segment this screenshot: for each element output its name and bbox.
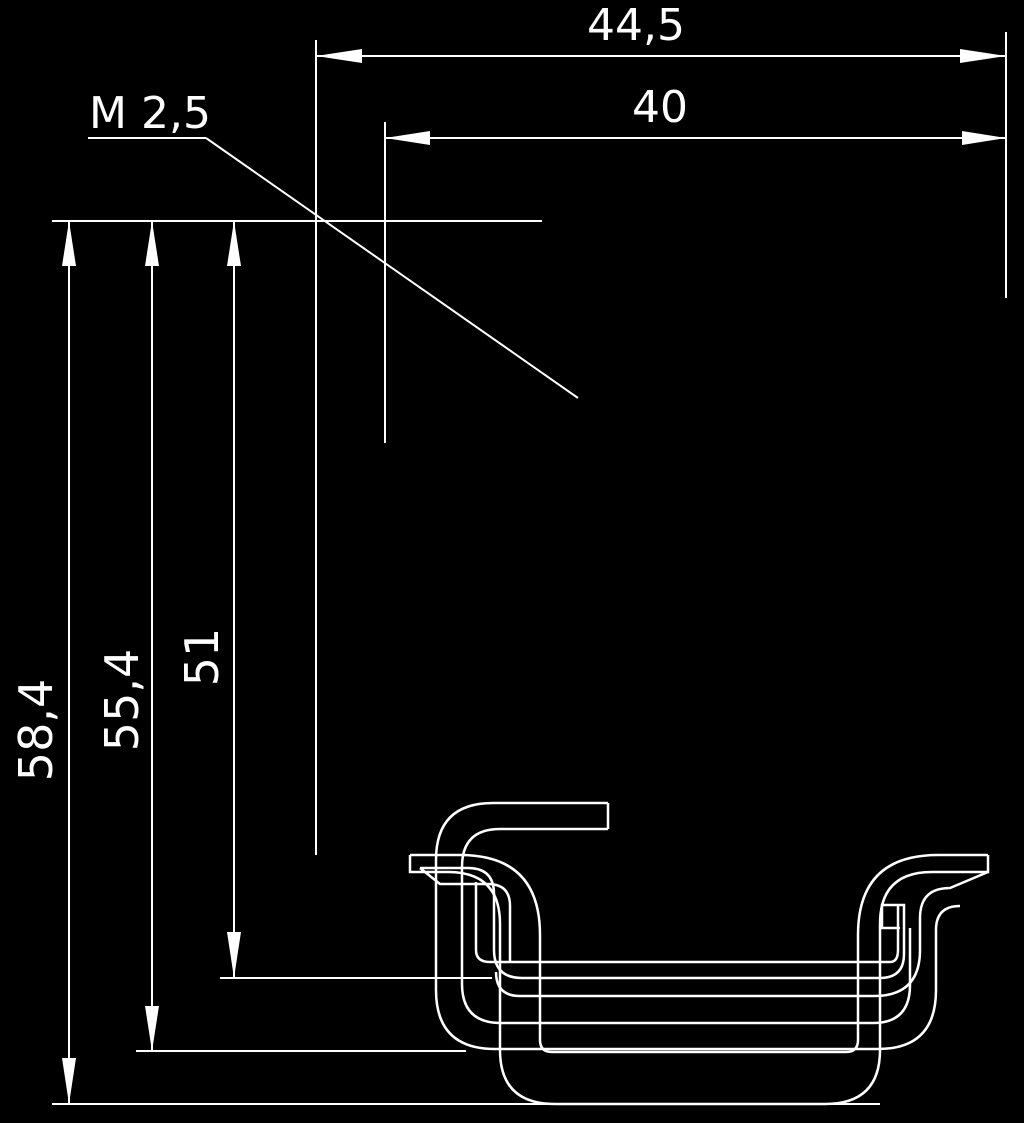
arrow-head-top bbox=[62, 221, 76, 266]
rail-profile-outer-inner-edge bbox=[460, 827, 912, 1025]
arrow-head-bottom bbox=[145, 1006, 159, 1051]
arrow-head-left bbox=[385, 131, 430, 145]
arrow-head-right bbox=[962, 131, 1006, 145]
arrow-head-bottom bbox=[227, 932, 241, 978]
thread-label: M 2,5 bbox=[89, 88, 211, 139]
arrow-head-right bbox=[960, 49, 1006, 63]
dimension-height-middle: 55,4 bbox=[95, 221, 466, 1052]
rail-profile-inner-inner-edge bbox=[474, 882, 900, 964]
dimension-height-outer: 58,4 bbox=[9, 221, 880, 1105]
dimension-height-inner: 51 bbox=[175, 221, 492, 979]
dimension-label-height-outer: 58,4 bbox=[9, 679, 63, 781]
rail-profile-outer bbox=[434, 801, 961, 1051]
rail-profile-inner bbox=[420, 866, 906, 980]
dimension-label-width-inner: 40 bbox=[632, 82, 688, 133]
rail-profiles bbox=[408, 801, 990, 1106]
dimension-width-outer: 44,5 bbox=[315, 0, 1007, 855]
arrow-head-top bbox=[145, 221, 159, 266]
arrow-head-top bbox=[227, 221, 241, 266]
arrow-head-left bbox=[316, 49, 362, 63]
dimension-label-width-outer: 44,5 bbox=[587, 0, 685, 51]
dimension-label-height-inner: 51 bbox=[175, 628, 229, 687]
arrow-head-bottom bbox=[62, 1058, 76, 1104]
thread-callout: M 2,5 bbox=[88, 88, 579, 399]
rail-profile-middle bbox=[408, 855, 990, 1106]
dimension-label-height-middle: 55,4 bbox=[95, 649, 149, 751]
leader-line bbox=[205, 137, 579, 399]
dimension-width-inner: 40 bbox=[384, 82, 1006, 443]
rail-profile-inner-outer-edge bbox=[419, 867, 512, 962]
rail-profile-middle-inner-edge bbox=[410, 853, 988, 1054]
rail-profile-right-flange bbox=[494, 870, 989, 998]
